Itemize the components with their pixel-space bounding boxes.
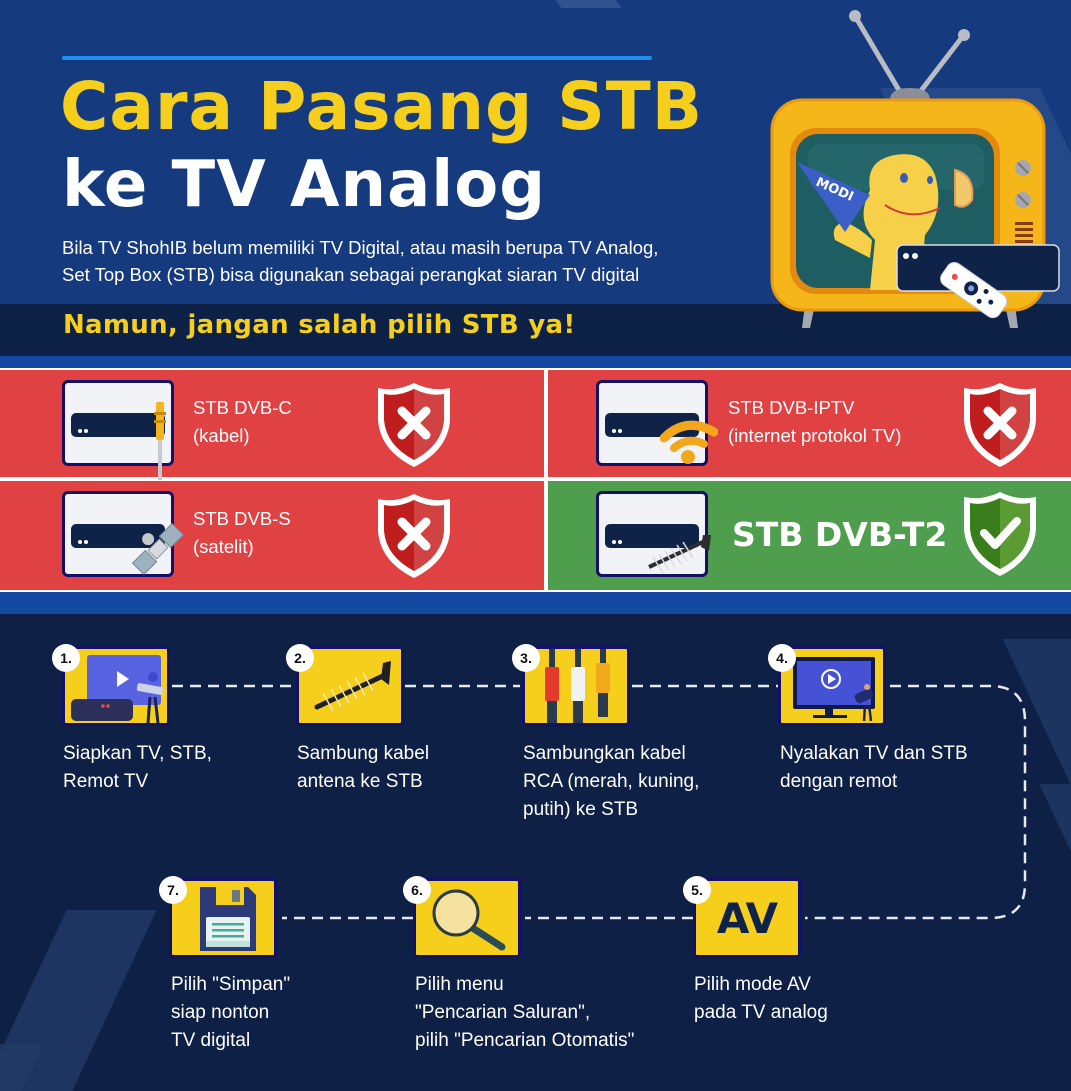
step-2-card: [296, 646, 404, 726]
satellite-icon: [131, 522, 185, 576]
step-4-number: 4.: [768, 644, 796, 672]
stb-type-desc: (kabel): [193, 425, 250, 446]
subtitle: Bila TV ShohIB belum memiliki TV Digital…: [62, 234, 762, 288]
floppy-disk-icon: [200, 887, 256, 951]
subtitle-line-1: Bila TV ShohIB belum memiliki TV Digital…: [62, 237, 659, 258]
step-7-number: 7.: [159, 876, 187, 904]
step-3-card: [522, 646, 630, 726]
magnifier-icon: [432, 889, 506, 951]
antenna-icon: [314, 661, 391, 712]
step-1-number: 1.: [52, 644, 80, 672]
stb-type-card-dvb-t2: STB DVB-T2: [548, 481, 1071, 590]
cable-connector-icon: [154, 402, 166, 480]
step-4-card: [778, 646, 886, 726]
warning-band: [0, 304, 1071, 356]
step-2-text: Sambung kabel antena ke STB: [297, 743, 430, 792]
stb-type-name: STB DVB-C: [193, 397, 292, 418]
stb-type-card-dvb-c: STB DVB-C (kabel): [0, 370, 544, 480]
step-4-text: Nyalakan TV dan STB dengan remot: [780, 743, 968, 792]
subtitle-line-2: Set Top Box (STB) bisa digunakan sebagai…: [62, 264, 640, 285]
tv-stb-remote-icon: [71, 655, 164, 723]
antenna-icon: [648, 535, 711, 573]
step-2-number: 2.: [286, 644, 314, 672]
title-line-1: Cara Pasang STB: [60, 68, 704, 145]
av-icon: AV: [716, 893, 778, 943]
wifi-icon: [660, 420, 718, 464]
step-6-text: Pilih menu "Pencarian Saluran", pilih "P…: [415, 974, 635, 1051]
correct-shield-icon: [964, 492, 1036, 576]
step-6-number: 6.: [403, 876, 431, 904]
accent-line: [62, 56, 652, 60]
stb-types-grid: STB DVB-C (kabel) STB DVB-IPTV (internet…: [0, 368, 1071, 592]
stb-type-name: STB DVB-T2: [732, 515, 948, 554]
steps-section: 1. Siapkan TV, STB, Remot TV 2. Sambung …: [0, 614, 1071, 1091]
divider-strip: [0, 356, 1071, 368]
tv-play-icon: [793, 657, 875, 722]
step-3-number: 3.: [512, 644, 540, 672]
step-3-text: Sambungkan kabel RCA (merah, kuning, put…: [523, 743, 700, 820]
stb-type-name: STB DVB-IPTV: [728, 397, 855, 418]
divider-strip: [0, 592, 1071, 614]
retro-tv-illustration: MODI: [760, 0, 1071, 340]
step-5-card: AV: [693, 878, 801, 958]
step-1-text: Siapkan TV, STB, Remot TV: [63, 743, 212, 792]
step-6-card: [413, 878, 521, 958]
decorative-shape: [548, 0, 622, 8]
title-line-2: ke TV Analog: [62, 148, 546, 222]
stb-type-card-dvb-s: STB DVB-S (satelit): [0, 481, 544, 590]
step-connector-path: [172, 684, 1027, 920]
wrong-shield-icon: [378, 494, 450, 578]
step-5-number: 5.: [683, 876, 711, 904]
stb-type-card-dvb-iptv: STB DVB-IPTV (internet protokol TV): [548, 370, 1071, 477]
step-5-text: Pilih mode AV pada TV analog: [694, 974, 828, 1023]
stb-type-desc: (internet protokol TV): [728, 425, 902, 446]
step-7-text: Pilih "Simpan" siap nonton TV digital: [171, 974, 291, 1051]
rca-cable-icon: [545, 649, 610, 723]
stb-type-name: STB DVB-S: [193, 508, 291, 529]
step-7-card: [169, 878, 277, 958]
wrong-shield-icon: [964, 383, 1036, 467]
stb-type-desc: (satelit): [193, 536, 254, 557]
wrong-shield-icon: [378, 383, 450, 467]
step-1-card: [62, 646, 170, 726]
warning-text: Namun, jangan salah pilih STB ya!: [63, 310, 576, 340]
stb-device-icon: [596, 491, 708, 577]
